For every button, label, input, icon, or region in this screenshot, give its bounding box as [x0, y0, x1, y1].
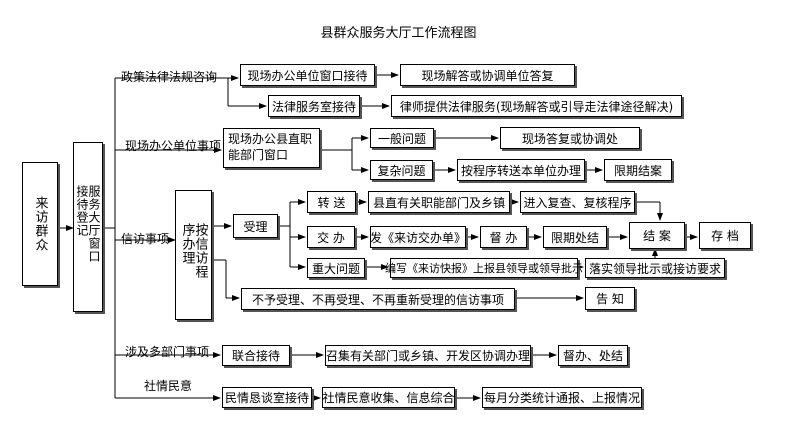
forward-box: 转 送	[307, 191, 356, 213]
start-label: 来访群众	[32, 196, 48, 252]
deadline-done-box: 限期处结	[543, 226, 607, 248]
general-result-box: 现场答复或协调处	[500, 127, 640, 149]
report-box: 编写《来访快报》上报县领导或领导批示	[385, 258, 583, 278]
branch-onsite: 现场办公单位事项	[125, 139, 222, 153]
close-case-box: 结 案	[629, 222, 685, 249]
assign-sheet-box: 发《来访交办单》	[370, 226, 466, 248]
accept-box: 受理	[233, 214, 278, 238]
onsite-answer-box: 现场解答或协调单位答复	[400, 64, 575, 86]
monthly-report-box: 每月分类统计通报、上报情况	[482, 387, 642, 408]
leader-instruction-box: 落实领导批示或接访要求	[585, 258, 725, 278]
supervise-box: 督 办	[480, 226, 527, 248]
complex-issue-box: 复杂问题	[370, 160, 433, 180]
county-dept-box: 县直有关职能部门及乡镇	[368, 191, 510, 213]
registration-label: 服务大厅窗口接待登记	[75, 185, 101, 263]
start-box: 来访群众	[22, 162, 58, 286]
transfer-box: 按程序转送本单位办理	[457, 159, 585, 181]
petition-procedure-label: 按信访程序办理	[179, 223, 208, 279]
assign-box: 交 办	[307, 226, 355, 248]
supervise-close-box: 督办、处结	[558, 345, 628, 366]
branch-public-opinion: 社情民意	[144, 379, 193, 393]
review-box: 进入复查、复核程序	[520, 191, 635, 213]
branch-petition: 信访事项	[121, 232, 170, 246]
page-title: 县群众服务大厅工作流程图	[320, 26, 477, 41]
legal-room-box: 法律服务室接待	[268, 95, 360, 117]
branch-policy: 政策法律法规咨询	[121, 70, 218, 84]
joint-reception-box: 联合接待	[222, 345, 290, 366]
onsite-window-box: 现场办公单位窗口接待	[240, 64, 375, 86]
registration-box: 服务大厅窗口接待登记	[73, 142, 103, 312]
notify-box: 告 知	[585, 287, 635, 310]
general-issue-box: 一般问题	[370, 128, 434, 148]
petition-procedure-box: 按信访程序办理	[175, 190, 212, 320]
opinion-collect-box: 社情民意收集、信息综合	[322, 387, 455, 408]
deadline-close-box: 限期结案	[604, 159, 672, 181]
onsite-dept-window-box: 现场办公县直职能部门窗口	[223, 128, 320, 168]
reject-box: 不予受理、不再受理、不再重新受理的信访事项	[241, 288, 515, 310]
convene-box: 召集有关部门或乡镇、开发区协调办理	[325, 345, 531, 366]
lawyer-service-box: 律师提供法律服务(现场解答或引导走法律途径解决)	[391, 95, 682, 117]
opinion-room-box: 民情恳谈室接待	[222, 387, 312, 408]
branch-multi-dept: 涉及多部门事项	[125, 345, 210, 359]
archive-box: 存 档	[699, 222, 751, 249]
major-issue-box: 重大问题	[307, 258, 365, 278]
